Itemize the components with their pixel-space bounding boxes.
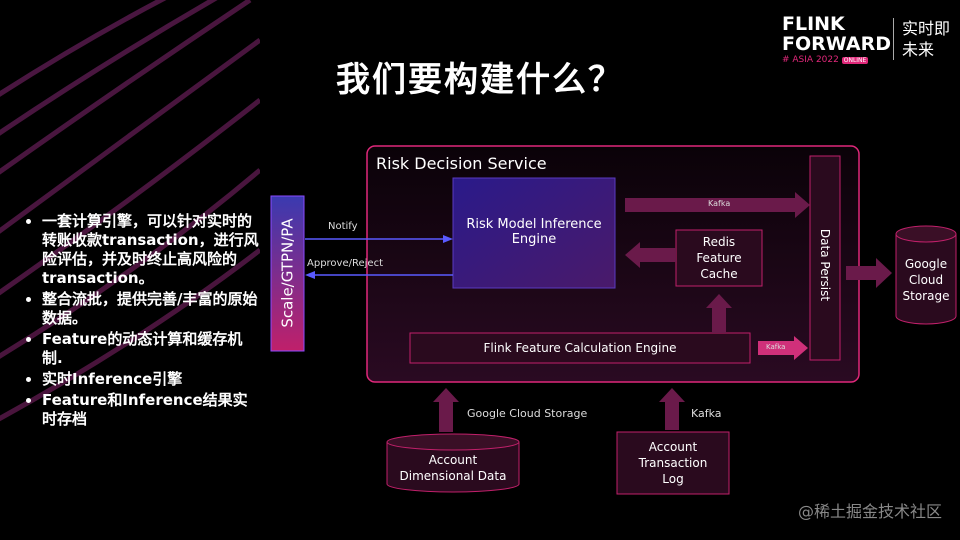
inference-line2: Engine [511,232,557,247]
scale-label: Scale/GTPN/PA [278,218,297,328]
account-dim-cylinder [386,433,520,493]
account-tx-box [616,431,730,495]
redis-line2: Feature [696,251,742,265]
data-persist-box [809,155,841,361]
bullet-item: 实时Inference引擎 [42,370,262,389]
kafka-up-arrow [659,388,685,430]
persist-to-storage-arrow [846,258,892,288]
account-tx-line1: Account [648,440,698,454]
redis-label: Redis Feature Cache [676,230,762,286]
google-line2: Cloud [908,273,944,287]
logo-cn-top: 实时即 [902,19,951,38]
account-dim-label: Account Dimensional Data [387,450,519,486]
kafka-flink-arrow [758,336,808,360]
flink-forward-logo: FLINK FORWARD # ASIA 2022 ONLINE [782,14,892,65]
logo-sub: # ASIA 2022 [782,55,839,65]
logo-badge: ONLINE [841,57,869,64]
gcs-label: Google Cloud Storage [467,407,588,420]
approve-arrow [305,271,453,279]
service-title: Risk Decision Service [376,154,547,173]
approve-label: Approve/Reject [307,258,383,269]
google-storage-label: Google Cloud Storage [896,252,956,308]
scale-box [270,195,305,352]
kafka-bottom-label: Kafka [691,407,722,420]
notify-label: Notify [328,221,358,232]
watermark: @稀土掘金技术社区 [797,502,942,521]
logo-line2: FORWARD [782,33,891,55]
google-line3: Storage [902,289,950,303]
account-dim-line1: Account [428,453,478,467]
notify-arrow [305,235,453,243]
redis-box [675,229,763,287]
logo-cn: 实时即 未来 [902,18,950,60]
bullet-item: Feature的动态计算和缓存机制. [42,330,262,368]
inference-line1: Risk Model Inference [466,217,602,232]
redis-to-inference-arrow [625,242,676,268]
logo-line1: FLINK [782,13,845,35]
bullet-item: 整合流批，提供完善/丰富的原始数据。 [42,290,262,328]
account-tx-line2: Transaction [638,456,708,470]
inference-label: Risk Model Inference Engine [453,208,615,256]
gcs-up-arrow [433,388,459,432]
flink-label: Flink Feature Calculation Engine [483,341,677,355]
kafka-flink-label: Kafka [766,343,786,351]
decorative-stripes [0,0,260,422]
kafka-top-label: Kafka [708,199,731,208]
flink-box [409,332,751,364]
bullet-item: Feature和Inference结果实时存档 [42,391,262,429]
kafka-top-arrow [625,192,810,218]
logo-divider [893,18,894,60]
account-dim-line2: Dimensional Data [399,469,507,483]
bullet-item: 一套计算引擎，可以针对实时的转账收款transaction，进行风险评估，并及时… [42,212,262,288]
inference-box [452,177,616,289]
redis-line3: Cache [700,267,738,281]
google-storage-cylinder [895,225,957,325]
account-tx-line3: Log [662,472,684,486]
logo-cn-bottom: 未来 [902,40,935,59]
google-line1: Google [904,257,948,271]
account-tx-label: Account Transaction Log [617,432,729,494]
bullet-list: 一套计算引擎，可以针对实时的转账收款transaction，进行风险评估，并及时… [22,212,262,431]
redis-line1: Redis [702,235,736,249]
flink-to-redis-arrow [706,294,732,333]
data-persist-label: Data Persist [818,228,832,302]
page-title: 我们要构建什么？ [336,60,624,100]
